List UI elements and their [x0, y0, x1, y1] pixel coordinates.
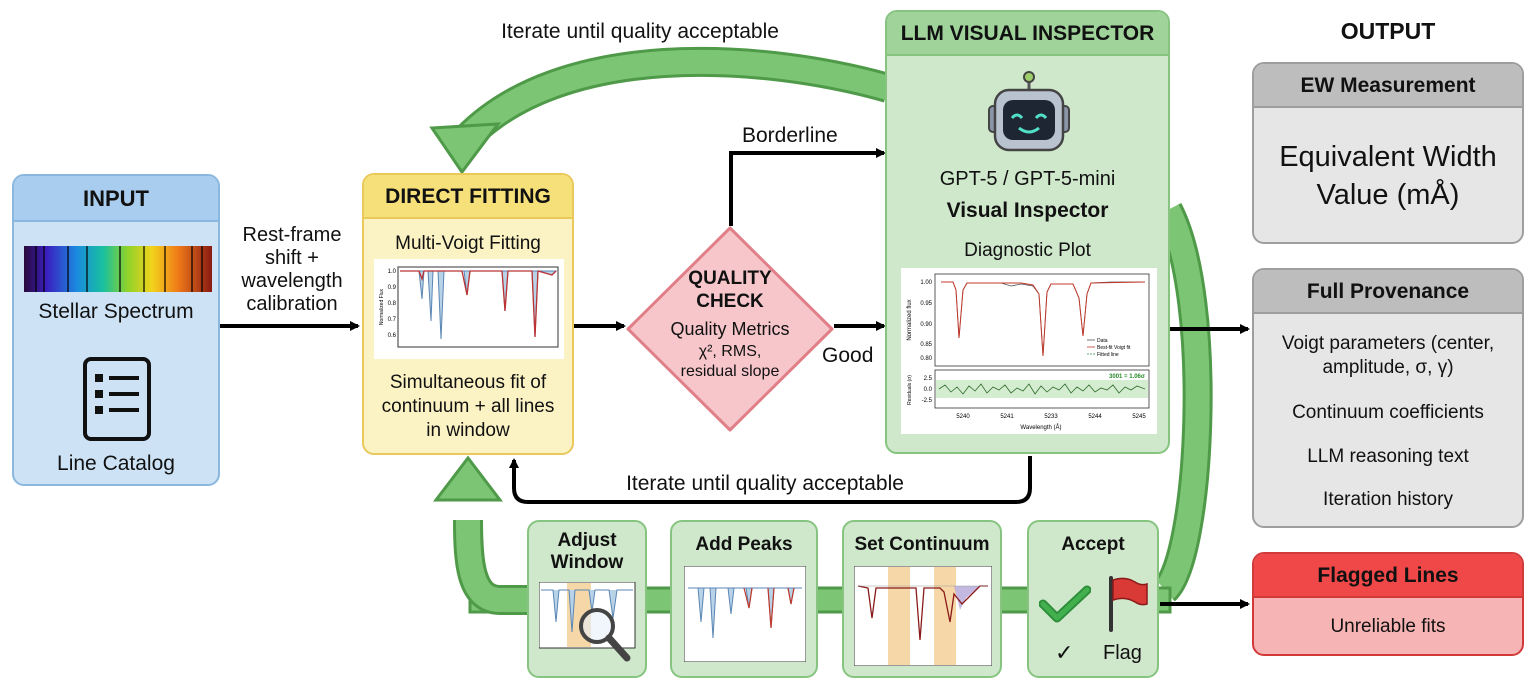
diag-top-ytick: 1.00 [920, 280, 932, 286]
flag-label: Flag [1103, 642, 1142, 664]
direct-fitting-panel: DIRECT FITTING Multi-Voigt Fitting Norma… [362, 173, 574, 455]
diag-bottom-ytick: 0.0 [924, 387, 933, 393]
fitting-ytick: 0.6 [388, 333, 397, 339]
diagnostic-plot: Normalized flux 1.00 0.95 0.90 0.85 0.80… [901, 268, 1157, 434]
diag-top-ytick: 0.85 [920, 342, 932, 348]
fitting-ytick: 0.8 [388, 301, 397, 307]
diag-xtick: 5240 [956, 414, 970, 420]
llm-title: LLM VISUAL INSPECTOR [887, 12, 1168, 56]
provenance-header: Full Provenance [1254, 270, 1522, 314]
diag-xtick: 5241 [1000, 414, 1014, 420]
fitting-ytick: 0.7 [388, 317, 397, 323]
provenance-item: Continuum coefficients [1292, 402, 1484, 423]
full-provenance-panel: Full Provenance Voigt parameters (center… [1252, 268, 1524, 528]
continuum-plot-icon [854, 566, 992, 666]
quality-title-2: CHECK [696, 291, 764, 312]
llm-model: GPT-5 / GPT-5-mini [939, 168, 1116, 190]
checkmark-icon [1039, 585, 1091, 623]
diag-top-ytick: 0.80 [920, 356, 932, 362]
peaks-plot-icon [684, 566, 806, 662]
fitting-title: DIRECT FITTING [364, 175, 572, 219]
action-label: Adjust Window [550, 530, 624, 573]
diag-top-ytick: 0.95 [920, 301, 932, 307]
provenance-item: Voigt parameters (center, amplitude, σ, … [1281, 333, 1495, 378]
ew-header: EW Measurement [1254, 64, 1522, 108]
diag-bottom-ylabel: Residuals (σ) [907, 375, 913, 405]
flagged-lines-panel: Flagged Lines Unreliable fits [1252, 552, 1524, 656]
iterate-bottom-label: Iterate until quality acceptable [626, 472, 904, 495]
fitting-plot: Normalized Flux 1.0 0.9 0.8 0.7 0.6 [374, 259, 564, 359]
provenance-item: Iteration history [1323, 489, 1453, 510]
diag-legend-item: Best-fit Voigt fit [1097, 345, 1131, 351]
spectrum-strip-icon [24, 246, 212, 292]
flagged-body: Unreliable fits [1330, 616, 1446, 637]
diag-xtick: 5244 [1088, 414, 1102, 420]
action-label: Accept [1061, 534, 1125, 555]
magnifier-icon [539, 582, 636, 662]
diag-stat-label: 3001 = 1.06σ [1109, 374, 1145, 380]
fitting-description: Simultaneous fit of continuum + all line… [381, 372, 555, 441]
catalog-label: Line Catalog [57, 452, 175, 475]
input-panel: INPUT Stellar Spectrum Line Catalog [12, 174, 220, 486]
borderline-label: Borderline [742, 124, 838, 147]
action-add-peaks: Add Peaks [670, 520, 818, 678]
diag-bottom-ytick: 2.5 [924, 376, 933, 382]
green-loop-bottom-head [432, 455, 504, 502]
quality-metrics: χ², RMS, residual slope [680, 343, 780, 380]
diag-legend-item: Data [1097, 338, 1108, 344]
action-label: Set Continuum [854, 534, 990, 555]
red-flag-icon [1109, 576, 1148, 632]
llm-role: Visual Inspector [946, 199, 1109, 222]
diag-bottom-ytick: -2.5 [922, 398, 933, 404]
diag-xlabel: Wavelength (Å) [1020, 424, 1061, 431]
accept-mark: ✓ [1055, 640, 1074, 665]
diag-top-ytick: 0.90 [920, 322, 932, 328]
iterate-top-label: Iterate until quality acceptable [501, 20, 779, 43]
fitting-plot-ylabel: Normalized Flux [379, 288, 385, 325]
green-loop-top-head [429, 122, 502, 175]
input-arrow-label: Rest-frame shift + wavelength calibratio… [241, 224, 343, 315]
output-title: OUTPUT [1340, 18, 1436, 44]
action-accept: Accept ✓ Flag [1027, 520, 1159, 678]
diag-xtick: 5233 [1044, 414, 1058, 420]
diag-xtick: 5245 [1132, 414, 1146, 420]
quality-metrics-label: Quality Metrics [670, 319, 790, 339]
diagnostic-plot-title: Diagnostic Plot [964, 240, 1091, 261]
llm-inspector-panel: LLM VISUAL INSPECTOR GPT-5 / GPT-5-mini … [885, 10, 1170, 454]
ew-value: Equivalent Width Value (mÅ) [1279, 141, 1497, 211]
fitting-subtitle: Multi-Voigt Fitting [395, 233, 541, 254]
diag-top-ylabel: Normalized flux [907, 299, 913, 340]
input-title: INPUT [14, 176, 218, 222]
fitting-ytick: 1.0 [388, 269, 397, 275]
diag-legend-item: Fitted line [1097, 352, 1119, 358]
quality-title-1: QUALITY [688, 268, 772, 289]
ew-measurement-panel: EW Measurement Equivalent Width Value (m… [1252, 62, 1524, 244]
good-label: Good [822, 344, 874, 367]
list-document-icon [83, 357, 151, 441]
quality-check-diamond [626, 226, 834, 432]
action-adjust-window: Adjust Window [527, 520, 647, 678]
action-set-continuum: Set Continuum [842, 520, 1002, 678]
spectrum-label: Stellar Spectrum [38, 300, 194, 323]
flagged-header: Flagged Lines [1254, 554, 1522, 598]
fitting-ytick: 0.9 [388, 285, 397, 291]
robot-icon [988, 71, 1070, 152]
provenance-item: LLM reasoning text [1307, 446, 1469, 467]
action-label: Add Peaks [695, 534, 793, 555]
